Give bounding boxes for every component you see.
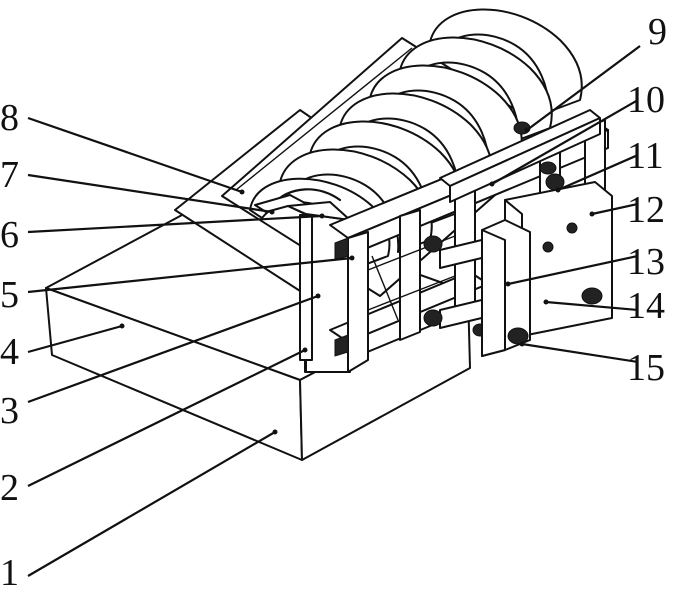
callout-7: 7 xyxy=(0,154,19,196)
leader-1 xyxy=(27,431,276,577)
callout-9: 9 xyxy=(648,11,667,53)
callout-13: 13 xyxy=(627,241,665,283)
leader-6 xyxy=(27,214,323,234)
callout-8: 8 xyxy=(0,97,19,139)
leader-dots xyxy=(119,127,595,435)
leader-10 xyxy=(491,99,639,185)
callout-1: 1 xyxy=(0,552,19,594)
callout-14: 14 xyxy=(627,285,665,327)
leader-13 xyxy=(507,254,639,286)
callout-12: 12 xyxy=(627,189,665,231)
callout-10: 10 xyxy=(627,79,665,121)
callout-5: 5 xyxy=(0,274,19,316)
callout-2: 2 xyxy=(0,467,19,509)
moving-plates xyxy=(481,181,613,357)
leader-14 xyxy=(545,300,639,312)
leader-15 xyxy=(521,342,639,364)
leader-9 xyxy=(526,45,641,131)
callout-6: 6 xyxy=(0,214,19,256)
leader-3 xyxy=(27,294,319,404)
leader-12 xyxy=(591,202,639,216)
leader-2 xyxy=(27,349,306,487)
callout-labels: 1 2 3 4 5 6 7 8 9 10 11 12 13 14 15 xyxy=(0,11,667,594)
callout-3: 3 xyxy=(0,390,19,432)
leader-8 xyxy=(27,116,243,194)
callout-4: 4 xyxy=(0,331,19,373)
leader-7 xyxy=(27,173,273,214)
leader-4 xyxy=(27,324,123,354)
leader-5 xyxy=(27,256,353,294)
callout-15: 15 xyxy=(627,347,665,389)
leader-lines xyxy=(27,45,641,577)
callout-11: 11 xyxy=(627,135,664,177)
top-clamp xyxy=(439,109,601,203)
leader-11 xyxy=(557,153,639,192)
